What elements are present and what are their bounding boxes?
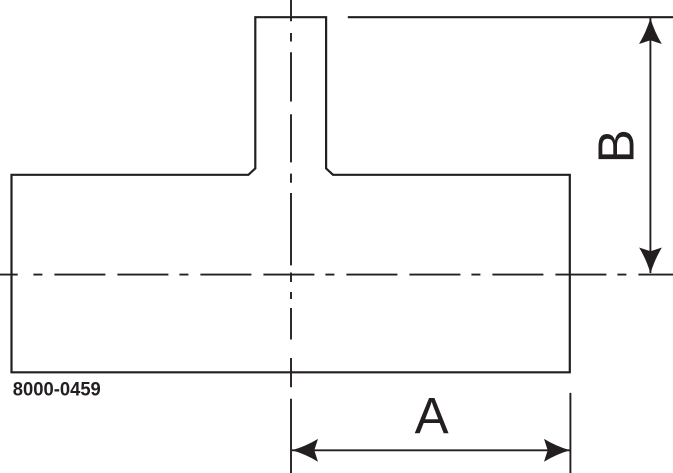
svg-text:8000-0459: 8000-0459: [13, 380, 101, 401]
svg-text:B: B: [588, 129, 645, 163]
svg-text:A: A: [415, 388, 449, 445]
